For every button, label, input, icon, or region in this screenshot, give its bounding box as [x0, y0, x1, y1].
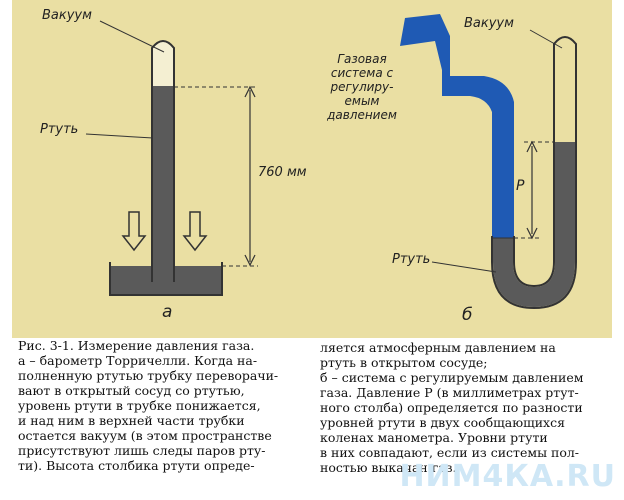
caption-line: коленах манометра. Уровни ртути	[320, 430, 548, 445]
caption-line: вают в открытый сосуд со ртутью,	[18, 383, 245, 398]
mercury-label-left: Ртуть	[40, 122, 79, 137]
caption-line: ляется атмосферным давлением на	[320, 340, 556, 355]
mercury-label-right: Ртуть	[392, 252, 431, 267]
caption-line: присутствуют лишь следы паров рту-	[18, 443, 266, 458]
figure-drawing	[85, 14, 577, 310]
down-arrow-left-icon	[121, 211, 147, 252]
caption-line: а – барометр Торричелли. Когда на-	[18, 353, 258, 368]
caption-title: Рис. 3-1. Измерение давления газа.	[18, 338, 255, 353]
vacuum-label-left: Вакуум	[42, 8, 92, 23]
caption-line: в них совпадают, если из системы пол-	[320, 445, 580, 460]
caption-line: уровней ртути в двух сообщающихся	[320, 415, 565, 430]
caption-line: газа. Давление P (в миллиметрах ртут-	[320, 385, 579, 400]
figure-panel: Вакуум Ртуть 760 мм а Вакуум Газовая сис…	[12, 0, 612, 338]
caption-line: остается вакуум (в этом пространстве	[18, 428, 272, 443]
down-arrow-right-icon	[182, 211, 208, 252]
caption-line: ного столба) определяется по разности	[320, 400, 583, 415]
gas-system-label: Газовая система с регулиру-емым давление…	[327, 52, 397, 122]
manometer-mercury	[493, 142, 575, 307]
sub-label-b: б	[462, 305, 473, 325]
height-label: 760 мм	[258, 165, 307, 180]
barometer-diagram	[85, 20, 258, 296]
caption-line: б – система с регулируемым давлением	[320, 370, 584, 385]
tube-mercury-column	[153, 86, 173, 282]
gas-vessel	[400, 14, 514, 238]
caption-line: ти). Высота столбика ртути опреде-	[18, 458, 255, 473]
caption-line: ртуть в открытом сосуде;	[320, 355, 488, 370]
caption-column-right: ляется атмосферным давлением на ртуть в …	[320, 340, 610, 475]
manometer-diagram	[400, 14, 577, 310]
caption-line: и над ним в верхней части трубки	[18, 413, 245, 428]
caption-line: полненную ртутью трубку переворачи-	[18, 368, 279, 383]
caption-line: ностью выкачан газ.	[320, 460, 457, 475]
watermark: НИМ4КА.RU	[399, 459, 616, 494]
caption-column-left: а – барометр Торричелли. Когда на- полне…	[18, 353, 308, 473]
vacuum-label-right: Вакуум	[464, 16, 514, 31]
caption-line: уровень ртути в трубке понижается,	[18, 398, 261, 413]
pressure-label: P	[516, 178, 525, 194]
sub-label-a: а	[162, 302, 173, 322]
